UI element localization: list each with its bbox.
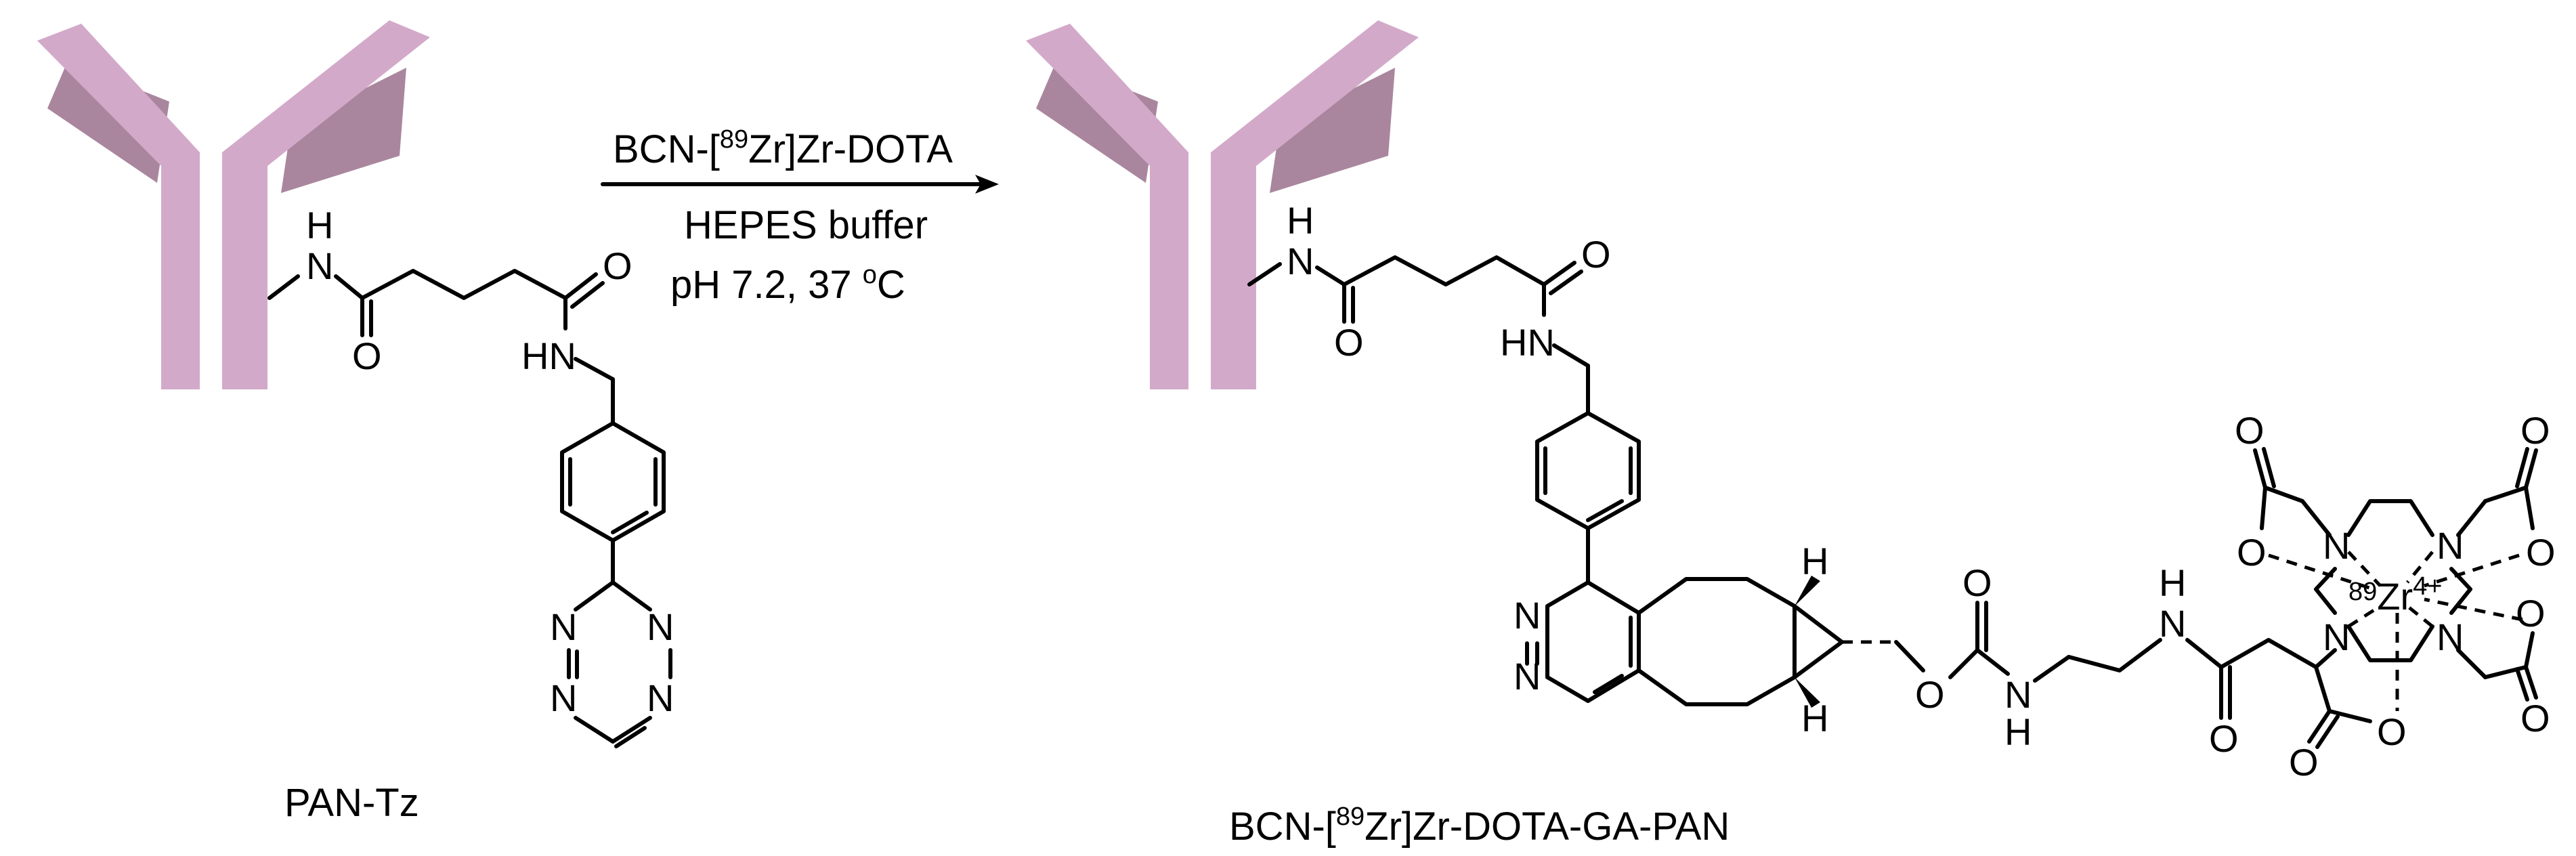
zr-atom: 89Zr4+: [2348, 572, 2442, 618]
p-carbonyl-o2-atom: O: [1581, 233, 1611, 276]
antibody-left: [37, 20, 430, 389]
arm2-o-atom: O: [2520, 409, 2550, 452]
carbamate-o-atom: O: [1915, 673, 1945, 716]
nh-n-atom: N: [306, 244, 333, 287]
product-bicyclic-core: N N H H: [1514, 540, 1896, 740]
p-nh-h-atom: H: [1287, 199, 1314, 242]
arm1-o-atom: O: [2235, 409, 2264, 452]
reagent-label: BCN-[89Zr]Zr-DOTA: [613, 125, 953, 171]
product-linker: H N O O HN: [1247, 199, 1641, 584]
product-label: BCN-[89Zr]Zr-DOTA-GA-PAN: [1229, 802, 1730, 849]
tz-n-atom-3: N: [647, 677, 674, 719]
amide-o-atom: O: [2209, 717, 2239, 760]
arm3-o2-atom: O: [2520, 697, 2550, 740]
dota-n-atom-3: N: [2323, 616, 2350, 658]
carbamate-h-atom: H: [2004, 710, 2032, 753]
tz-n-atom-4: N: [550, 677, 577, 719]
tz-n-atom-1: N: [647, 605, 674, 648]
cp-h-atom-1: H: [1801, 540, 1828, 582]
ga-o-atom: O: [2377, 710, 2407, 753]
ph-temp-label: pH 7.2, 37 oC: [670, 261, 905, 307]
amide-n-atom: N: [2159, 602, 2186, 645]
antibody-right: [1026, 20, 1419, 389]
cp-h-atom-2: H: [1801, 697, 1828, 740]
pz-n-atom-1: N: [1514, 594, 1541, 637]
product-carbamate-chain: O O N H N H O: [1894, 561, 2318, 760]
carbamate-co-atom: O: [1962, 561, 1992, 604]
pan-tz-structure: H N O O HN N N N N: [267, 204, 674, 748]
carbonyl-o-atom: O: [352, 335, 382, 377]
arm1-o2-atom: O: [2237, 531, 2267, 574]
ga-o2-atom: O: [2289, 741, 2319, 784]
nh-h-atom: H: [306, 204, 333, 247]
amide-h-atom: H: [2159, 561, 2186, 604]
zr-dota-chelate: N N N N 89Zr4+ O O O O: [2235, 409, 2556, 784]
carbamate-n-atom: N: [2004, 673, 2032, 716]
tz-n-atom-2: N: [550, 605, 577, 648]
arm3-o-atom: O: [2516, 592, 2546, 635]
arm2-o2-atom: O: [2526, 531, 2556, 574]
p-nh-n-atom: N: [1287, 240, 1314, 282]
carbonyl-o2-atom: O: [603, 244, 632, 287]
buffer-label: HEPES buffer: [684, 203, 928, 247]
reactant-label: PAN-Tz: [284, 781, 419, 825]
p-hn-atom: HN: [1500, 321, 1555, 364]
reaction-arrow: [601, 175, 999, 194]
hn-atom: HN: [521, 335, 576, 377]
p-carbonyl-o-atom: O: [1334, 321, 1364, 364]
